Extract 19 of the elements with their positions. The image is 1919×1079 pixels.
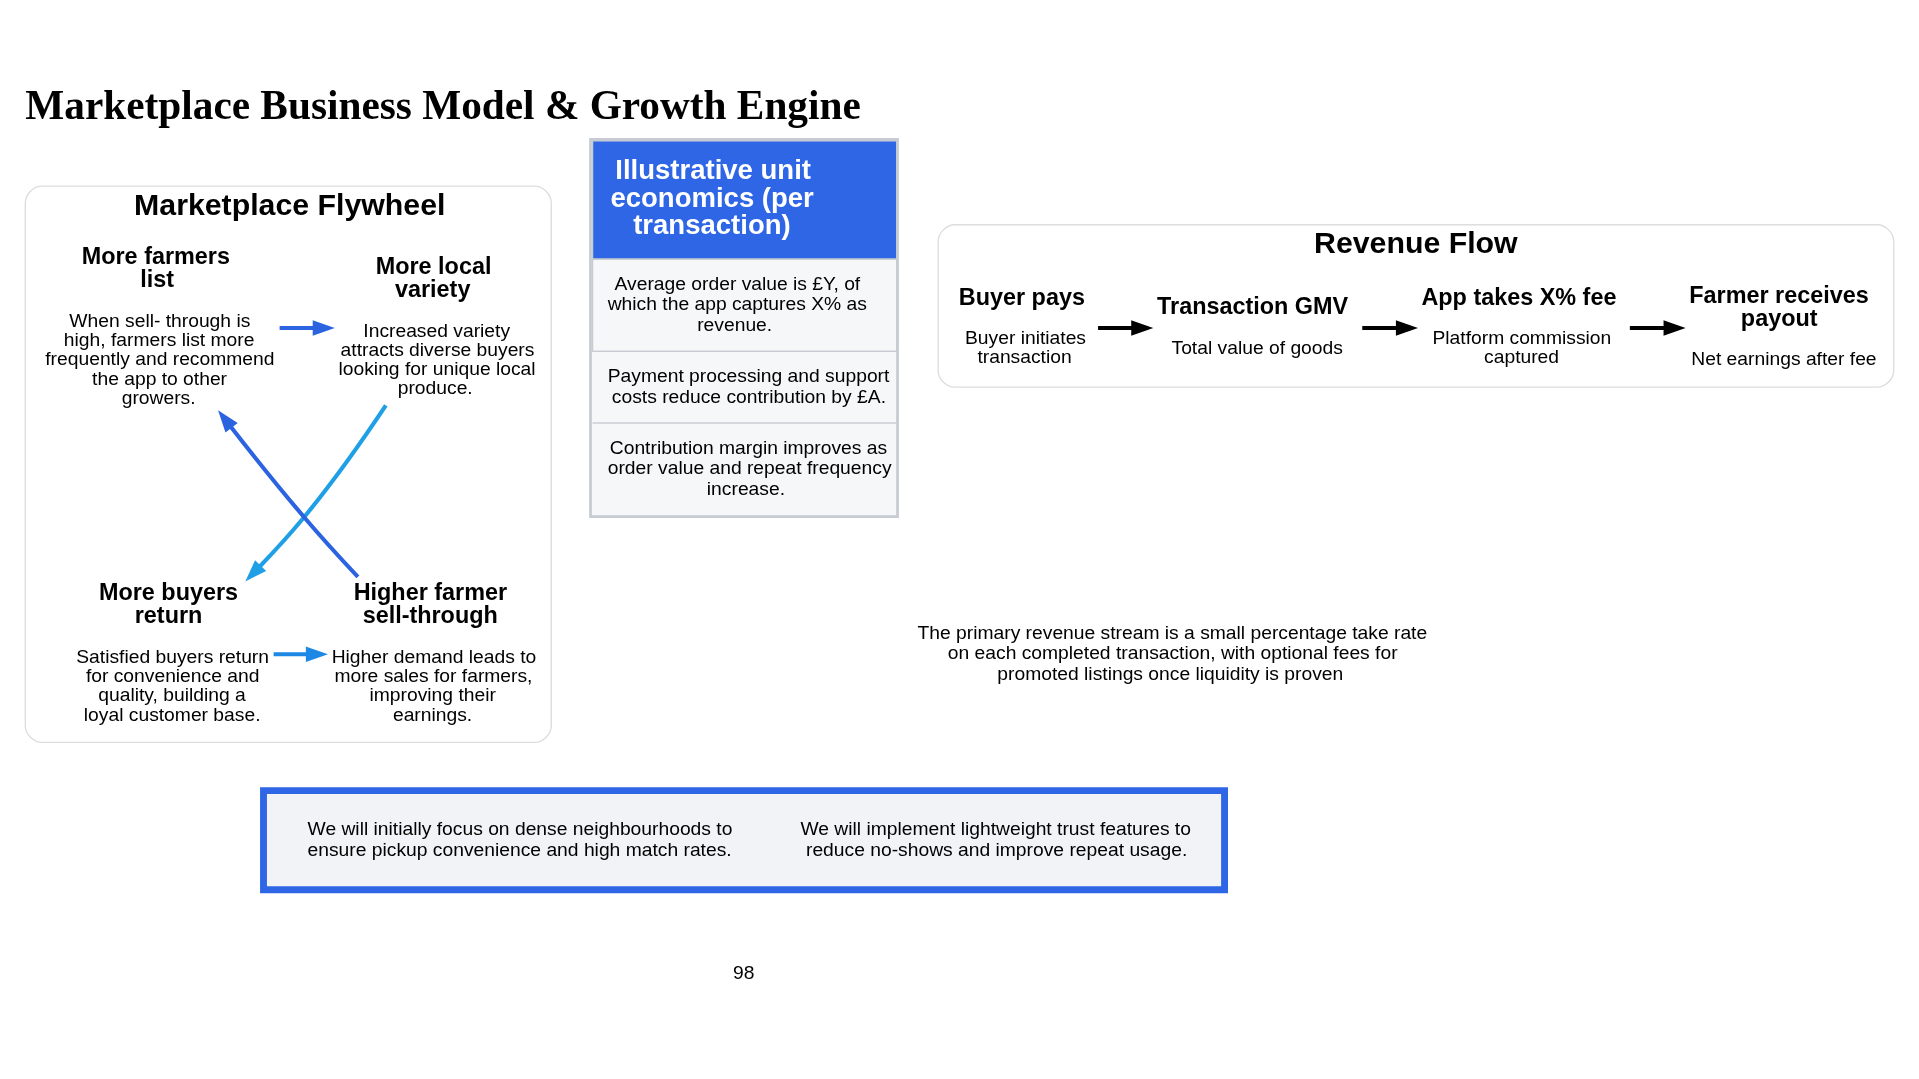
arrow bbox=[273, 646, 328, 662]
node-text: More farmers list When sell- through is high, farmers list more frequently and recommend the app to other growers. bbox=[45, 242, 275, 408]
arrow bbox=[1098, 319, 1154, 336]
arrow bbox=[218, 409, 360, 578]
arrow bbox=[245, 403, 388, 581]
node-text: More buyers return Satisfied buyers return for convenience and quality, building a loyal customer base. bbox=[76, 578, 270, 725]
node-text: More local variety Increased variety attracts diverse buyers looking for unique local produce. bbox=[338, 252, 536, 398]
label: 98 bbox=[733, 961, 755, 983]
node-text: Transaction GMV Total value of goods bbox=[1157, 292, 1349, 358]
diagram-title: Marketplace Business Model & Growth Engine bbox=[25, 81, 861, 128]
node-text: Buyer pays Buyer initiates transaction bbox=[958, 283, 1087, 367]
arrow bbox=[279, 319, 335, 336]
node-text: Higher farmer sell-through Higher demand leads to more sales for farmers, improving their earnings. bbox=[331, 578, 537, 725]
node-text: Farmer receives payout Net earnings after fee bbox=[1689, 281, 1877, 369]
label: The primary revenue stream is a small percentage take rate on each completed transaction, with optional fees for promoted listings once liquidity is proven bbox=[917, 621, 1428, 684]
node-text: App takes X% fee Platform commission captured bbox=[1421, 283, 1617, 367]
arrow bbox=[1362, 319, 1418, 336]
node-box: We will initially focus on dense neighbourhoods to ensure pickup convenience and high match rates. We will implement lightweight trust features to reduce no-shows and improve repeat usage. bbox=[260, 786, 1228, 893]
arrow bbox=[1629, 319, 1686, 336]
